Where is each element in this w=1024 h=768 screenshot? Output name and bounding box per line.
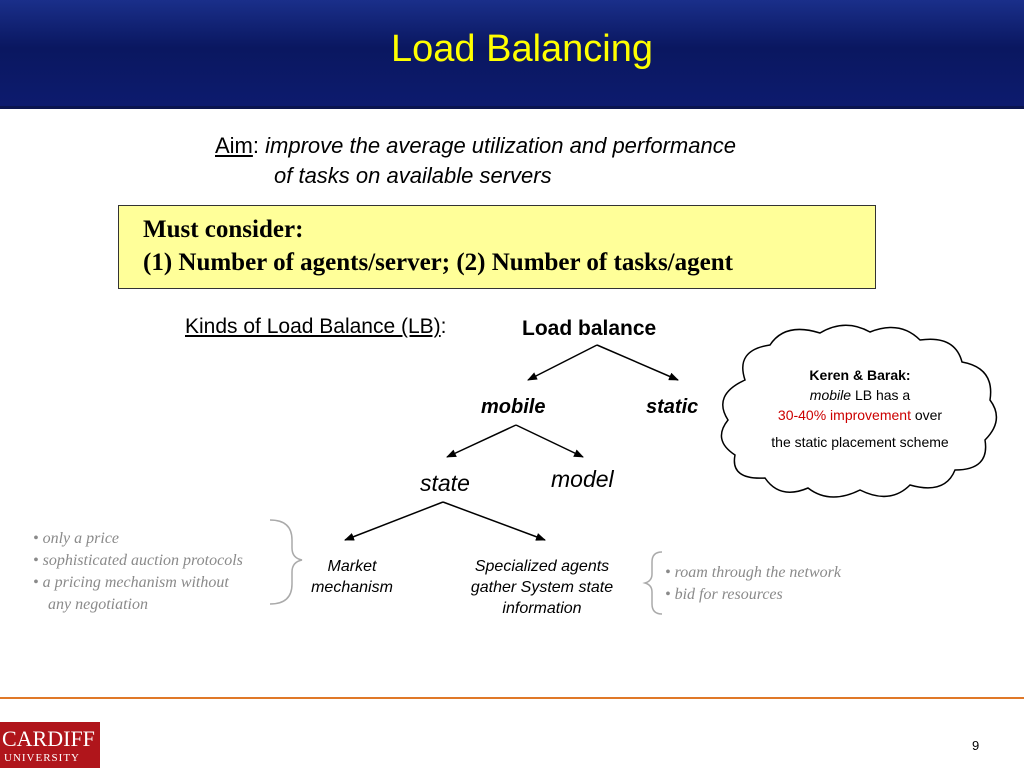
cloud-last: the static placement scheme	[771, 434, 949, 450]
market-line-1: Market	[327, 558, 377, 575]
list-item: • sophisticated auction protocols	[33, 552, 243, 569]
edge-root-mobile	[527, 344, 598, 381]
special-line-2: gather System state	[470, 579, 614, 596]
node-mobile: mobile	[481, 396, 546, 418]
aim-line-1: improve the average utilization and perf…	[265, 133, 736, 158]
consider-line-1: Must consider:	[143, 216, 304, 243]
node-state: state	[420, 470, 470, 496]
aim-statement: Aim: improve the average utilization and…	[215, 133, 736, 188]
logo-line-2: UNIVERSITY	[4, 752, 80, 764]
cardiff-university-logo: CARDIFF UNIVERSITY	[0, 722, 100, 768]
special-line-3: information	[502, 600, 582, 617]
aim-line-2: of tasks on available servers	[274, 163, 552, 188]
header-bar	[0, 0, 1024, 106]
list-item: • roam through the network	[665, 564, 841, 581]
slide-title: Load Balancing	[391, 28, 653, 70]
cloud-mobile: mobile	[809, 387, 852, 403]
cloud-lb-has-a: LB has a	[854, 387, 911, 403]
left-brace	[269, 519, 303, 605]
footer-divider	[0, 697, 1024, 699]
node-specialized-agents: Specialized agents gather System state i…	[452, 556, 632, 619]
cloud-shape	[720, 324, 998, 498]
header-divider	[0, 106, 1024, 109]
edge-state-market	[344, 501, 444, 541]
must-consider-box: Must consider: (1) Number of agents/serv…	[118, 205, 876, 289]
list-item: • only a price	[33, 530, 120, 547]
consider-line-2: (1) Number of agents/server; (2) Number …	[143, 249, 733, 276]
logo-line-1: CARDIFF	[2, 726, 95, 751]
market-line-2: mechanism	[311, 579, 393, 596]
kinds-label-text: Kinds of Load Balance (LB)	[185, 315, 441, 338]
node-load-balance: Load balance	[522, 317, 657, 340]
edge-mobile-state	[446, 424, 517, 458]
node-static: static	[646, 396, 699, 418]
list-item: any negotiation	[48, 596, 148, 613]
cloud-note: Keren & Barak: mobile LB has a 30-40% im…	[735, 365, 985, 453]
page-number: 9	[972, 738, 980, 753]
kinds-label: Kinds of Load Balance (LB):	[185, 315, 447, 338]
right-brace	[642, 551, 663, 615]
left-bullet-list: • only a price • sophisticated auction p…	[33, 528, 243, 616]
edge-mobile-model	[515, 424, 584, 458]
cloud-over: over	[914, 407, 943, 423]
special-line-1: Specialized agents	[474, 558, 610, 575]
edge-state-specialized	[442, 501, 546, 541]
cloud-authors: Keren & Barak:	[809, 367, 911, 383]
right-bullet-list: • roam through the network • bid for res…	[665, 562, 841, 606]
aim-label: Aim	[215, 133, 253, 158]
list-item: • a pricing mechanism without	[33, 574, 229, 591]
node-market-mechanism: Market mechanism	[302, 556, 402, 598]
node-model: model	[551, 466, 614, 492]
edge-root-static	[596, 344, 679, 381]
list-item: • bid for resources	[665, 586, 783, 603]
cloud-improvement: 30-40% improvement	[777, 407, 911, 423]
